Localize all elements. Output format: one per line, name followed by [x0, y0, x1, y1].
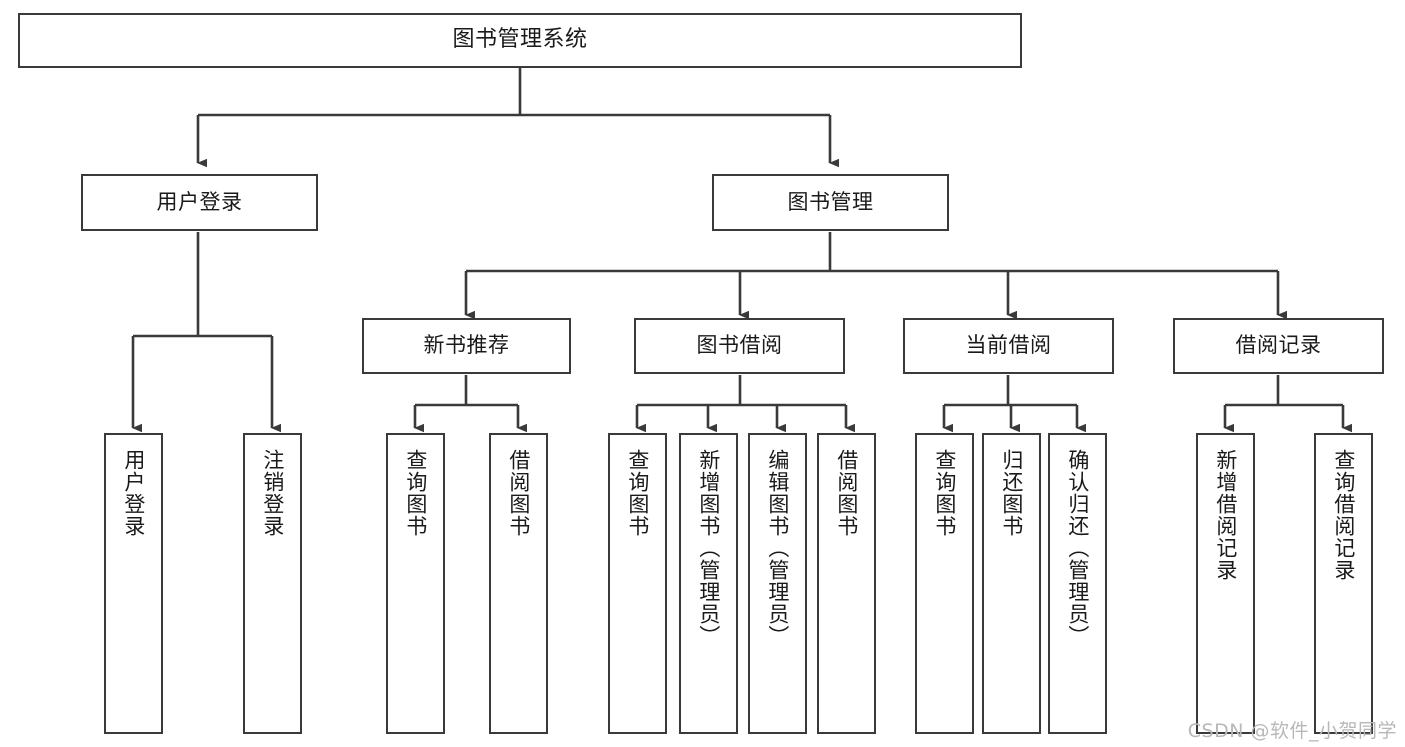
node-label: 查询图书	[625, 449, 650, 537]
node-label: 新增借阅记录	[1213, 449, 1238, 581]
node-root-system[interactable]: 图书管理系统	[18, 13, 1022, 68]
node-label: 查询图书	[932, 449, 957, 537]
node-label: 确认归还（管理员）	[1065, 449, 1090, 647]
leaf-new-book-borrow[interactable]: 借阅图书	[489, 433, 548, 734]
node-label: 当前借阅	[965, 333, 1052, 358]
leaf-borrow-query-book[interactable]: 查询图书	[608, 433, 667, 734]
leaf-record-add-record[interactable]: 新增借阅记录	[1196, 433, 1255, 734]
node-label: 新增图书（管理员）	[696, 449, 721, 647]
leaf-current-return-book[interactable]: 归还图书	[982, 433, 1041, 734]
node-label: 借阅图书	[834, 449, 859, 537]
node-new-book-recommend[interactable]: 新书推荐	[362, 318, 571, 374]
node-label: 借阅记录	[1235, 333, 1322, 358]
node-label: 借阅图书	[506, 449, 531, 537]
leaf-borrow-add-book-admin[interactable]: 新增图书（管理员）	[679, 433, 738, 734]
node-current-borrow[interactable]: 当前借阅	[903, 318, 1114, 374]
leaf-current-query-book[interactable]: 查询图书	[915, 433, 974, 734]
node-label: 图书管理	[787, 189, 874, 214]
node-book-borrow[interactable]: 图书借阅	[634, 318, 845, 374]
node-label: 注销登录	[260, 449, 285, 537]
node-label: 用户登录	[156, 189, 243, 214]
node-book-management[interactable]: 图书管理	[712, 174, 949, 231]
node-label: 查询借阅记录	[1331, 449, 1356, 581]
node-borrow-record[interactable]: 借阅记录	[1173, 318, 1384, 374]
node-label: 用户登录	[121, 449, 146, 537]
node-label: 图书管理系统	[452, 27, 588, 53]
leaf-borrow-edit-book-admin[interactable]: 编辑图书（管理员）	[748, 433, 807, 734]
leaf-borrow-borrow-book[interactable]: 借阅图书	[817, 433, 876, 734]
node-label: 查询图书	[403, 449, 428, 537]
node-label: 新书推荐	[423, 333, 510, 358]
node-label: 图书借阅	[696, 333, 783, 358]
node-label: 编辑图书（管理员）	[765, 449, 790, 647]
watermark-text: CSDN @软件_小贺同学	[1187, 720, 1397, 742]
leaf-new-book-query[interactable]: 查询图书	[386, 433, 445, 734]
leaf-record-query-record[interactable]: 查询借阅记录	[1314, 433, 1373, 734]
leaf-user-login-logout[interactable]: 注销登录	[243, 433, 302, 734]
node-user-login[interactable]: 用户登录	[81, 174, 318, 231]
node-label: 归还图书	[999, 449, 1024, 537]
leaf-user-login-login[interactable]: 用户登录	[104, 433, 163, 734]
leaf-current-confirm-return-admin[interactable]: 确认归还（管理员）	[1048, 433, 1107, 734]
